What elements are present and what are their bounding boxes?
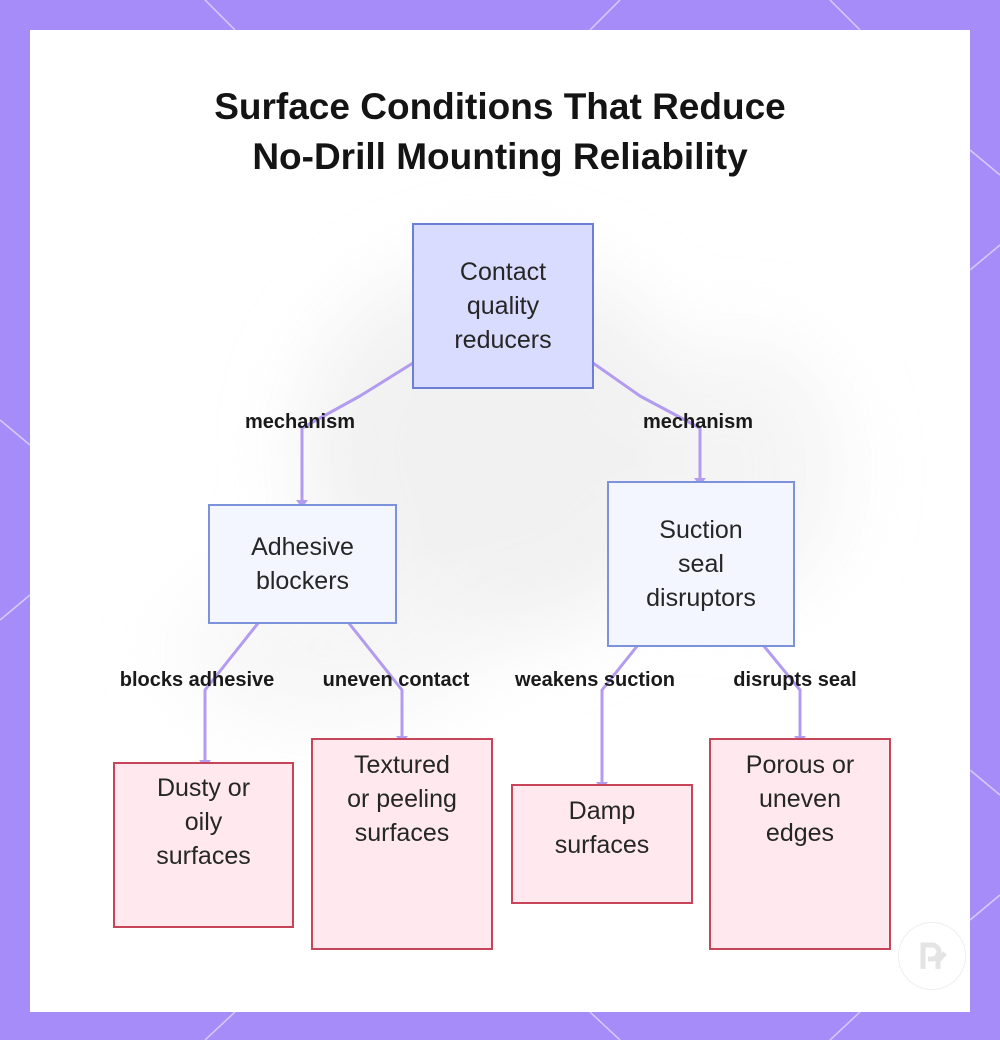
- connector-lines: [199, 361, 806, 790]
- node-textured-or-peeling-surfaces: Textured or peeling surfaces: [311, 738, 493, 950]
- node-dusty-or-oily-surfaces: Dusty or oily surfaces: [113, 762, 294, 928]
- edge-label-root-suction: mechanism: [642, 411, 754, 433]
- edge-root-suction: [592, 361, 702, 480]
- edge-suction-porous: [761, 644, 802, 738]
- node-adhesive-blockers: Adhesive blockers: [208, 504, 397, 624]
- diagram-card: Surface Conditions That Reduce No-Drill …: [30, 30, 970, 1012]
- edge-adhesive-textured: [346, 621, 404, 738]
- edge-label-adhesive-dusty: blocks adhesive: [119, 669, 275, 691]
- node-suction-seal-disruptors: Suction seal disruptors: [607, 481, 795, 647]
- edge-label-adhesive-textured: uneven contact: [322, 669, 470, 691]
- edge-adhesive-dusty: [203, 621, 261, 762]
- node-damp-surfaces: Damp surfaces: [511, 784, 693, 904]
- title-line-2: No-Drill Mounting Reliability: [252, 136, 748, 177]
- edge-suction-damp: [600, 644, 640, 784]
- edge-label-suction-damp: weakens suction: [514, 669, 676, 691]
- page-title: Surface Conditions That Reduce No-Drill …: [30, 82, 970, 182]
- title-line-1: Surface Conditions That Reduce: [214, 86, 786, 127]
- edge-label-root-adhesive: mechanism: [244, 411, 356, 433]
- watermark-logo-icon: [898, 922, 966, 990]
- node-porous-or-uneven-edges: Porous or uneven edges: [709, 738, 891, 950]
- edge-root-adhesive: [300, 361, 414, 502]
- edge-label-suction-porous: disrupts seal: [733, 669, 857, 691]
- node-contact-quality-reducers: Contact quality reducers: [412, 223, 594, 389]
